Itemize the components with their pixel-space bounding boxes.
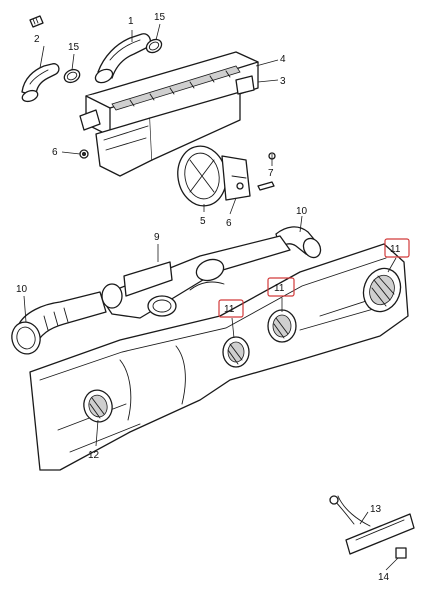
screw-7 <box>29 15 44 28</box>
callout-3: 3 <box>280 76 286 87</box>
callout-2: 2 <box>34 34 40 45</box>
hose-10-left <box>11 291 107 355</box>
highlight-box-11-center <box>267 277 295 297</box>
hose-1 <box>94 33 152 84</box>
callout-15-left: 15 <box>68 42 80 53</box>
instrument-panel <box>29 243 409 471</box>
callout-10-left: 10 <box>16 284 28 295</box>
hose-2 <box>21 63 60 103</box>
highlight-box-11-right <box>384 238 410 258</box>
callout-9: 9 <box>154 232 160 243</box>
callout-14: 14 <box>378 572 390 583</box>
callout-12: 12 <box>88 450 100 461</box>
callout-6-right: 6 <box>226 218 232 229</box>
callout-10-right: 10 <box>296 206 308 217</box>
duct-9 <box>99 235 291 319</box>
callout-7: 7 <box>268 168 274 179</box>
callout-11-right: 11 <box>390 244 401 255</box>
callout-6-left: 6 <box>52 147 58 158</box>
bolt-6-left <box>79 149 89 159</box>
callout-15-top: 15 <box>154 12 166 23</box>
switch-assembly-13 <box>329 495 415 559</box>
callout-11-center: 11 <box>274 283 285 294</box>
clamp-15-top <box>145 38 163 54</box>
clamp-15-left <box>63 68 81 84</box>
vent-duct-box <box>79 51 259 177</box>
callout-11-left: 11 <box>224 304 235 315</box>
callout-5: 5 <box>200 216 206 227</box>
damper-housing <box>177 145 251 207</box>
callout-1: 1 <box>128 16 134 27</box>
vent-grille-11-left <box>222 336 250 368</box>
callout-4: 4 <box>280 54 286 65</box>
highlight-box-11-left <box>218 299 244 318</box>
vent-grille-11-center <box>267 309 297 343</box>
vent-grille-11-right <box>362 267 402 313</box>
callout-13: 13 <box>370 504 382 515</box>
vent-12 <box>83 389 113 423</box>
hose-10-right <box>275 226 322 259</box>
